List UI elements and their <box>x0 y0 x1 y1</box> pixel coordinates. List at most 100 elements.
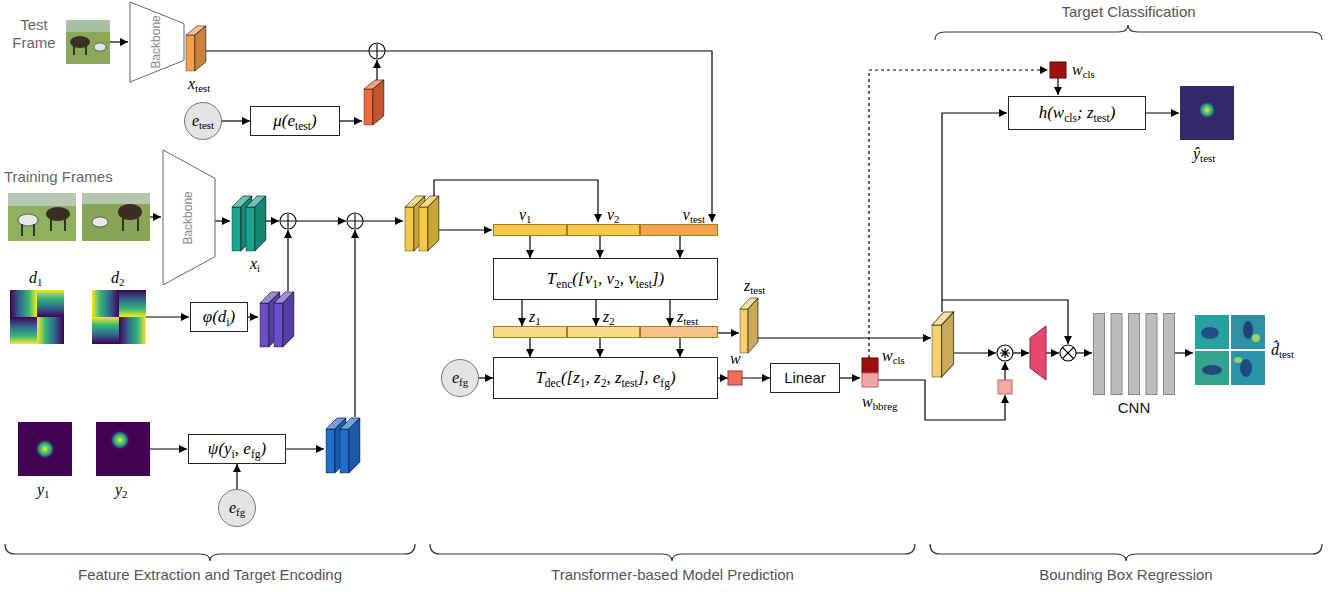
box-distance-map <box>119 317 146 344</box>
training-frame-photo <box>33 224 35 236</box>
subscript: 1 <box>580 377 586 390</box>
training-frame-photo <box>82 193 150 204</box>
subscript: 1 <box>592 278 598 291</box>
operator-symbol <box>1060 345 1076 361</box>
token-segment: v2 <box>567 224 640 236</box>
flow-lines <box>146 316 189 317</box>
subscript: i <box>257 262 260 274</box>
training-frame-photo <box>21 224 23 236</box>
target-heatmap <box>96 422 150 476</box>
subscript: test <box>1094 112 1110 125</box>
training-frame-photo <box>92 217 108 227</box>
math-label: wcls <box>882 346 905 365</box>
subscript: 1 <box>44 488 49 500</box>
operator-symbol <box>280 43 1076 361</box>
subscript: test <box>636 278 652 291</box>
flow-lines <box>363 220 403 221</box>
operator-symbol <box>1000 348 1010 358</box>
feature-map-slab <box>340 418 360 473</box>
training-frame-photo <box>64 218 66 231</box>
text-label: Test Frame <box>6 16 62 52</box>
feature-map-slab <box>364 80 384 125</box>
token-segment: vtest <box>640 224 718 236</box>
flow-lines <box>942 113 1007 312</box>
arrow-connector <box>236 464 237 489</box>
section-brace <box>5 544 415 561</box>
target-heatmap <box>110 430 130 450</box>
cnn-layer <box>1111 314 1122 395</box>
regression-output-maps <box>1195 351 1229 385</box>
feature-map-slab <box>932 312 954 377</box>
math-label: y2 <box>115 480 128 499</box>
subscript: 2 <box>601 377 607 390</box>
weight-vector <box>720 374 728 382</box>
feature-map-slab <box>186 26 206 71</box>
math-label: xi <box>250 254 260 273</box>
operator-symbol <box>369 43 385 59</box>
flow-lines <box>206 50 369 51</box>
node-heading: v2 <box>607 206 620 224</box>
training-frame-photo <box>82 193 150 241</box>
feature-map-slab <box>274 292 294 347</box>
node-text: etest <box>192 112 214 130</box>
flow-lines <box>758 337 931 338</box>
subscript: 1 <box>535 315 540 327</box>
cnn-block: CNN <box>1093 313 1175 395</box>
node-text: ψ(yi, efg) <box>208 439 266 459</box>
box-distance-map <box>37 317 64 344</box>
weight-vector <box>1050 62 1066 78</box>
math-label: xtest <box>188 74 210 93</box>
text-label: Bounding Box Regression <box>930 566 1322 584</box>
regression-output-maps <box>1243 321 1253 339</box>
decoder-box: Tdec([z1, z2, ztest], efg) <box>493 357 718 399</box>
operator-symbol <box>347 213 363 229</box>
node-text: h(wcls; ztest) <box>1039 103 1116 123</box>
weight-vector <box>998 380 1012 394</box>
node-text: Backbone <box>150 15 164 68</box>
flow-lines <box>296 220 346 221</box>
regression-output-maps <box>1195 315 1265 385</box>
subscript: cls <box>1064 112 1077 125</box>
flow-lines <box>1146 112 1179 113</box>
flow-lines <box>1175 352 1193 353</box>
training-frame-photo <box>8 193 76 206</box>
weight-vector <box>1030 326 1046 380</box>
flow-lines <box>434 180 598 222</box>
subscript: test <box>622 377 638 390</box>
token-segment: z1 <box>493 326 567 338</box>
arrow-connector <box>669 300 670 326</box>
arrow-connector <box>222 120 250 121</box>
weight-vector <box>862 373 878 387</box>
subscript: 2 <box>122 488 127 500</box>
flow-lines <box>1013 352 1029 353</box>
subscript: cls <box>1083 68 1095 80</box>
flow-lines <box>376 60 377 80</box>
text-label: Transformer-based Model Prediction <box>430 566 915 584</box>
test-frame-photo <box>94 43 106 51</box>
arrow-connector <box>595 300 596 326</box>
linear-box: Linear <box>770 363 840 393</box>
arrow-connector <box>521 300 522 326</box>
text-label: Training Frames <box>4 168 113 186</box>
subscript: 2 <box>609 315 614 327</box>
subscript: test <box>690 213 705 225</box>
arrow-connector <box>529 236 530 258</box>
node-text: Tenc([v1, v2, vtest]) <box>547 269 664 289</box>
function-box: φ(di) <box>190 302 248 332</box>
flow-lines <box>1004 362 1005 380</box>
arrow-connector <box>599 338 600 357</box>
cnn-layer <box>1164 314 1175 395</box>
flow-lines <box>248 316 258 317</box>
flow-lines <box>215 220 230 221</box>
arrow-connector <box>529 338 530 357</box>
flow-lines <box>1057 78 1058 95</box>
text-label: Feature Extraction and Target Encoding <box>5 566 415 584</box>
weight-vector <box>728 371 742 385</box>
regression-output-maps <box>1202 365 1222 375</box>
token-segment: z2 <box>567 326 640 338</box>
box-distance-map <box>10 290 37 317</box>
target-heatmap <box>1198 101 1216 119</box>
regression-output-maps <box>1195 315 1229 349</box>
subscript: enc <box>556 278 572 291</box>
node-text: φ(di) <box>203 307 235 327</box>
